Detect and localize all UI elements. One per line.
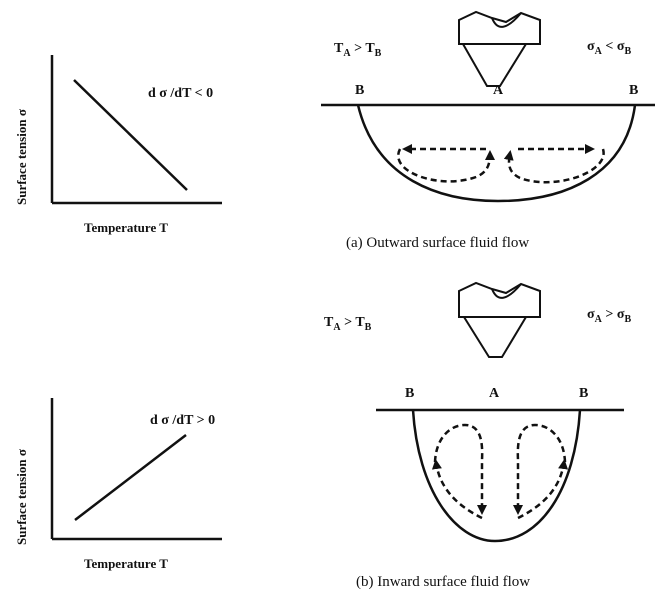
bottom-graph: Surface tension σ Temperature T d σ /dT … [14, 398, 222, 571]
top-graph: Surface tension σ Temperature T d σ /dT … [14, 55, 222, 235]
panel-b-point-b-left: B [405, 386, 414, 401]
top-graph-condition: d σ /dT < 0 [148, 86, 213, 101]
panel-a-caption: (a) Outward surface fluid flow [346, 235, 529, 251]
panel-b-right-loop [513, 423, 567, 515]
panel-b-heat-source [458, 281, 541, 358]
top-graph-axes [50, 55, 222, 205]
panel-b-weld-pool [411, 409, 582, 543]
panel-a-left-return-loop [397, 148, 495, 183]
panel-b-sigma-relation: σA > σB [587, 307, 631, 325]
panel-b-left-loop [433, 423, 487, 515]
panel-a: TA > TB σA < σB B A B (a) Outward surfac… [321, 10, 655, 251]
panel-b-temperature-relation: TA > TB [324, 315, 372, 333]
panel-b-caption: (b) Inward surface fluid flow [356, 574, 530, 590]
panel-b-point-a: A [489, 386, 500, 401]
bottom-graph-xlabel: Temperature T [84, 556, 168, 571]
panel-b-left-upflow [431, 459, 483, 520]
bottom-graph-ylabel: Surface tension σ [14, 449, 29, 545]
panel-a-right-return-loop [503, 148, 605, 184]
panel-a-point-a: A [493, 83, 504, 98]
panel-a-point-b-right: B [629, 83, 638, 98]
top-graph-decreasing-line [73, 79, 188, 191]
panel-b-point-b-right: B [579, 386, 588, 401]
top-graph-ylabel: Surface tension σ [14, 109, 29, 205]
panel-b-flow-arrows [431, 423, 569, 520]
panel-a-flow-arrows [397, 144, 605, 184]
bottom-graph-increasing-line [74, 434, 187, 521]
panel-a-point-b-left: B [355, 83, 364, 98]
panel-a-temperature-relation: TA > TB [334, 41, 382, 59]
panel-b-right-upflow [517, 459, 569, 520]
panel-a-heat-source [458, 10, 541, 87]
top-graph-xlabel: Temperature T [84, 220, 168, 235]
panel-a-sigma-relation: σA < σB [587, 39, 631, 57]
bottom-graph-axes [50, 398, 222, 541]
panel-a-weld-pool [356, 104, 637, 203]
panel-b: TA > TB σA > σB B A B (b) Inward surface… [324, 281, 631, 590]
bottom-graph-condition: d σ /dT > 0 [150, 413, 215, 428]
